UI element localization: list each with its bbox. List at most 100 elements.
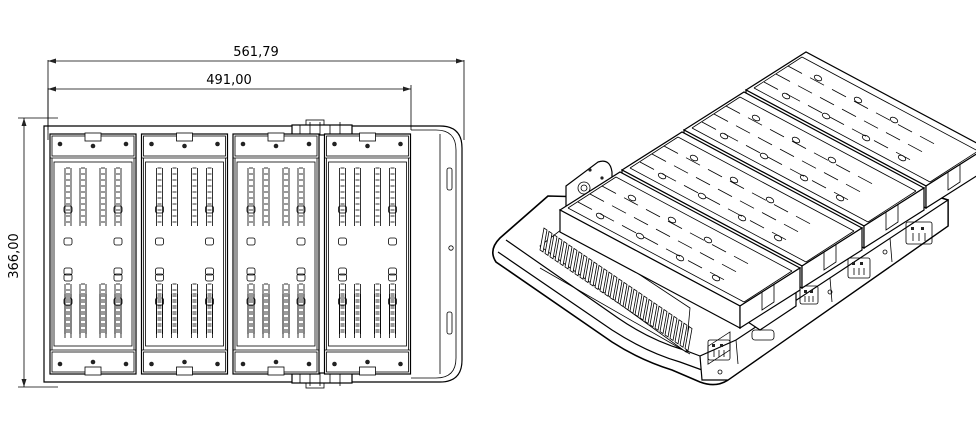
led-module bbox=[140, 132, 229, 376]
lens-icon bbox=[155, 297, 164, 306]
lens-icon bbox=[63, 297, 73, 306]
heatsink-fin bbox=[619, 281, 628, 308]
lens-icon bbox=[155, 273, 164, 282]
heatsink-fin bbox=[634, 291, 643, 318]
screw-icon bbox=[398, 141, 403, 147]
mounting-bracket bbox=[43, 125, 463, 383]
heatsink-fin bbox=[549, 234, 558, 260]
screw-icon bbox=[215, 361, 220, 367]
isometric-view bbox=[492, 51, 976, 386]
screw-icon bbox=[182, 143, 187, 149]
iso-heatsink-fins bbox=[539, 225, 693, 355]
heatsink-fin bbox=[659, 308, 668, 335]
lens-icon bbox=[388, 205, 397, 214]
screw-icon bbox=[273, 143, 279, 149]
led-module bbox=[232, 132, 320, 376]
lens-icon bbox=[835, 194, 845, 202]
lens-icon bbox=[205, 273, 214, 282]
screw-icon bbox=[90, 143, 96, 149]
heatsink-fin bbox=[554, 237, 563, 263]
lens-icon bbox=[827, 156, 837, 164]
lens-icon bbox=[799, 174, 809, 182]
lens-icon bbox=[711, 274, 721, 282]
lens-icon bbox=[205, 267, 214, 276]
lens-icon bbox=[296, 273, 306, 282]
lens-icon bbox=[296, 237, 306, 246]
lens-icon bbox=[729, 176, 739, 184]
heatsink-fin bbox=[539, 227, 548, 253]
iso-led-modules bbox=[558, 51, 976, 330]
lens-icon bbox=[113, 267, 123, 276]
screw-icon bbox=[240, 361, 246, 367]
heatsink-fin bbox=[644, 298, 653, 325]
lens-icon bbox=[296, 297, 306, 306]
lens-icon bbox=[853, 96, 863, 104]
screw-icon bbox=[57, 141, 63, 147]
lens-icon bbox=[155, 267, 164, 276]
lens-icon bbox=[63, 273, 73, 282]
lens-icon bbox=[388, 273, 397, 282]
lens-icon bbox=[627, 194, 637, 202]
lens-icon bbox=[751, 114, 761, 122]
heatsink-fin bbox=[599, 268, 608, 294]
screw-icon bbox=[123, 141, 129, 147]
lens-icon bbox=[889, 116, 899, 124]
heatsink-fin bbox=[589, 261, 598, 287]
screw-icon bbox=[306, 361, 312, 367]
lens-icon bbox=[675, 254, 685, 262]
lens-icon bbox=[338, 267, 347, 276]
lens-icon bbox=[595, 212, 605, 220]
heatsink-fin bbox=[579, 254, 588, 280]
lens-icon bbox=[296, 205, 306, 214]
lens-icon bbox=[155, 205, 164, 214]
lens-icon bbox=[246, 267, 256, 276]
lens-icon bbox=[813, 74, 823, 82]
lens-icon bbox=[821, 112, 831, 120]
lens-icon bbox=[697, 192, 707, 200]
lens-icon bbox=[338, 273, 347, 282]
screw-icon bbox=[90, 359, 96, 365]
lens-icon bbox=[246, 237, 256, 246]
screw-icon bbox=[182, 359, 187, 365]
lens-icon bbox=[703, 236, 713, 244]
lens-icon bbox=[897, 154, 907, 162]
hinge-top bbox=[291, 119, 353, 136]
screw-icon bbox=[398, 361, 403, 367]
iso-led-module bbox=[558, 171, 802, 330]
screw-icon bbox=[123, 361, 129, 367]
screw-icon bbox=[149, 361, 154, 367]
lens-icon bbox=[205, 237, 214, 246]
lens-icon bbox=[635, 232, 645, 240]
screw-icon bbox=[332, 141, 337, 147]
screw-icon bbox=[306, 141, 312, 147]
led-module bbox=[49, 132, 137, 376]
lens-icon bbox=[155, 237, 164, 246]
heatsink-fin bbox=[594, 264, 603, 291]
lens-icon bbox=[737, 214, 747, 222]
heatsink-fin bbox=[544, 230, 553, 257]
heatsink-fin bbox=[559, 240, 568, 267]
lens-icon bbox=[205, 205, 214, 214]
heatsink-fin bbox=[654, 305, 663, 331]
heatsink-fin bbox=[669, 315, 678, 342]
heatsink-fin bbox=[584, 257, 593, 284]
screw-icon bbox=[365, 143, 370, 149]
heatsink-fin bbox=[639, 295, 648, 321]
heatsink-fin bbox=[624, 285, 633, 311]
lens-icon bbox=[338, 205, 347, 214]
lens-icon bbox=[781, 92, 791, 100]
lens-icon bbox=[388, 237, 397, 246]
led-modules bbox=[49, 132, 412, 376]
screw-icon bbox=[57, 361, 63, 367]
heatsink-fin bbox=[674, 319, 683, 345]
lens-icon bbox=[765, 196, 775, 204]
lens-icon bbox=[113, 237, 123, 246]
lens-icon bbox=[759, 152, 769, 160]
dimension-overall-width: 561,79 bbox=[47, 45, 465, 140]
heatsink-fin bbox=[649, 302, 658, 328]
dimension-module-width: 491,00 bbox=[47, 73, 412, 130]
heatsink-fin bbox=[614, 278, 623, 304]
heatsink-fin bbox=[684, 325, 693, 352]
heatsink-fin bbox=[574, 251, 583, 277]
dimension-height: 366,00 bbox=[7, 117, 58, 388]
